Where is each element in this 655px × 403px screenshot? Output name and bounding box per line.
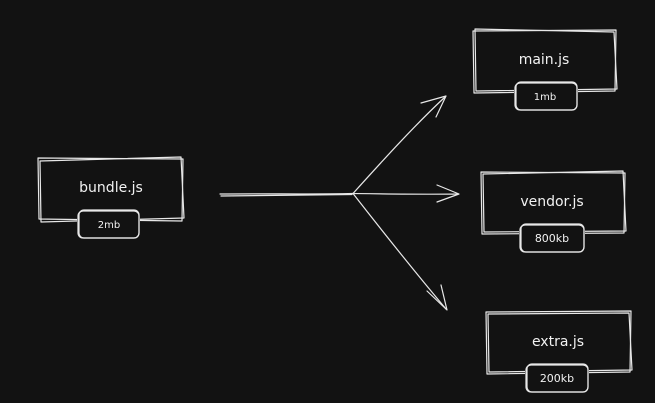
node-bundle-box-sketch	[39, 156, 185, 223]
node-extra[interactable]: extra.js 200kb	[485, 310, 633, 393]
arrowhead-main	[420, 95, 447, 118]
node-extra-label: extra.js	[532, 334, 584, 350]
node-extra-box-sketch	[487, 312, 633, 373]
arrow-to-extra	[352, 192, 447, 310]
node-main-box-sketch	[474, 28, 618, 92]
node-extra-box	[485, 310, 632, 375]
node-vendor-size: 800kb	[535, 232, 569, 245]
arrowhead-extra	[426, 284, 448, 311]
arrow-to-main	[352, 96, 446, 195]
node-bundle-label: bundle.js	[79, 180, 143, 196]
node-vendor-box-sketch	[482, 170, 627, 233]
node-main-box	[472, 29, 617, 94]
arrow-trunk	[219, 192, 354, 195]
arrow-to-vendor	[352, 192, 459, 195]
node-main[interactable]: main.js 1mb	[472, 28, 618, 111]
node-extra-size: 200kb	[540, 372, 574, 385]
node-vendor-label: vendor.js	[520, 194, 583, 210]
node-main-label: main.js	[519, 52, 570, 68]
arrowhead-vendor	[436, 184, 460, 203]
split-arrows	[219, 95, 460, 311]
node-vendor[interactable]: vendor.js 800kb	[480, 170, 627, 253]
node-bundle[interactable]: bundle.js 2mb	[37, 156, 185, 239]
node-vendor-box	[480, 171, 626, 235]
node-bundle-size: 2mb	[98, 220, 120, 231]
node-main-size: 1mb	[534, 92, 556, 103]
